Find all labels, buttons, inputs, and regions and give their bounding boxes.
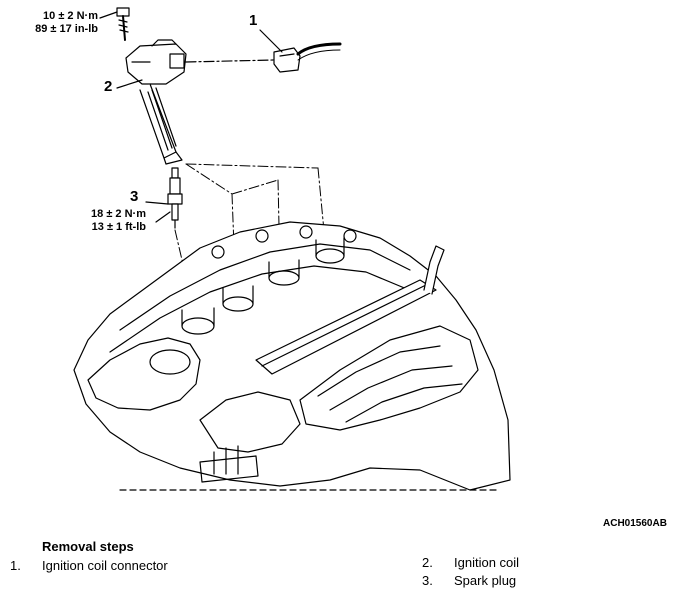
- step-label: Spark plug: [454, 573, 517, 588]
- engine-diagram: [73, 7, 511, 491]
- connector-icon: [273, 42, 342, 73]
- plug-leader-line: [145, 201, 169, 205]
- connector-leader-line: [259, 29, 283, 53]
- ignition-coil-icon: [125, 39, 187, 165]
- coil-bolt-torque-inlb: 89 ± 17 in-lb: [35, 23, 98, 35]
- plug-torque-leader-line: [155, 211, 171, 223]
- coil-bolt-icon: [116, 7, 130, 41]
- callout-1: 1: [249, 12, 258, 29]
- torque-leader-line: [99, 11, 118, 19]
- figure-id: ACH01560AB: [603, 518, 667, 529]
- step-label: Ignition coil connector: [42, 558, 168, 573]
- step-number: 1.: [10, 558, 21, 573]
- engine-block-icon: [73, 221, 511, 491]
- spark-plug-torque: 18 ± 2 N·m 13 ± 1 ft-lb: [62, 208, 146, 234]
- coil-bolt-torque-nm: 10 ± 2 N·m: [43, 10, 98, 22]
- step-number: 2.: [422, 555, 433, 570]
- removal-step: 3. Spark plug: [422, 573, 622, 591]
- removal-step: 1. Ignition coil connector: [10, 558, 270, 576]
- removal-steps-title: Removal steps: [42, 539, 134, 554]
- callout-3: 3: [130, 188, 139, 205]
- callout-2: 2: [104, 78, 113, 95]
- removal-step: 2. Ignition coil: [422, 555, 622, 573]
- spark-plug-torque-nm: 18 ± 2 N·m: [91, 208, 146, 220]
- spark-plug-icon: [167, 167, 183, 229]
- spark-plug-torque-ftlb: 13 ± 1 ft-lb: [91, 221, 146, 233]
- step-number: 3.: [422, 573, 433, 588]
- step-label: Ignition coil: [454, 555, 520, 570]
- coil-bolt-torque: 10 ± 2 N·m 89 ± 17 in-lb: [10, 10, 98, 36]
- connector-dash-line: [185, 59, 275, 63]
- coil-leader-line: [116, 79, 143, 89]
